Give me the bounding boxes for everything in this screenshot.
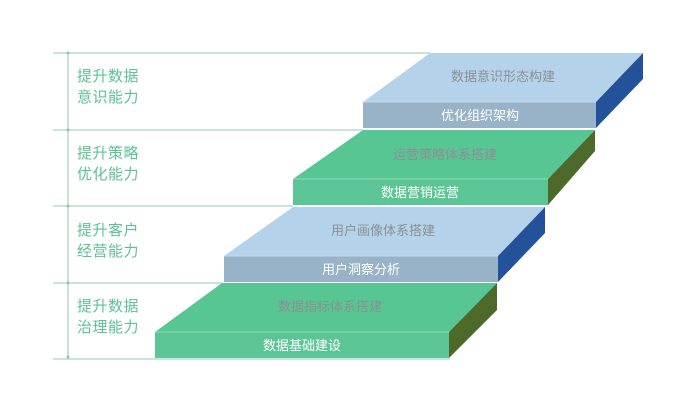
axis-ticks — [66, 51, 70, 359]
level-label-data-awareness: 提升数据 意识能力 — [77, 67, 140, 106]
level-label-data-governance: 提升数据 治理能力 — [77, 297, 140, 336]
step-strategy-optimization: 运营策略体系搭建 数据营销运营 — [293, 130, 595, 205]
step-front-text: 优化组织架构 — [441, 109, 519, 124]
step-data-awareness: 数据意识形态构建 优化组织架构 — [363, 53, 643, 128]
step-customer-management: 用户画像体系搭建 用户洞察分析 — [224, 207, 545, 282]
step-data-governance: 数据指标体系搭建 数据基础建设 — [155, 283, 497, 358]
step-top-text: 运营策略体系搭建 — [393, 147, 497, 163]
level-label-strategy: 提升策略 优化能力 — [77, 144, 140, 183]
step-top-text: 数据意识形态构建 — [451, 69, 555, 85]
step-front-text: 数据营销运营 — [381, 186, 459, 201]
step-front-text: 数据基础建设 — [263, 339, 341, 354]
step-top-text: 数据指标体系搭建 — [278, 299, 382, 315]
step-front-text: 用户洞察分析 — [322, 262, 400, 278]
separator-lines — [53, 52, 450, 360]
level-label-customer: 提升客户 经营能力 — [77, 221, 140, 260]
step-top-text: 用户画像体系搭建 — [331, 223, 435, 239]
